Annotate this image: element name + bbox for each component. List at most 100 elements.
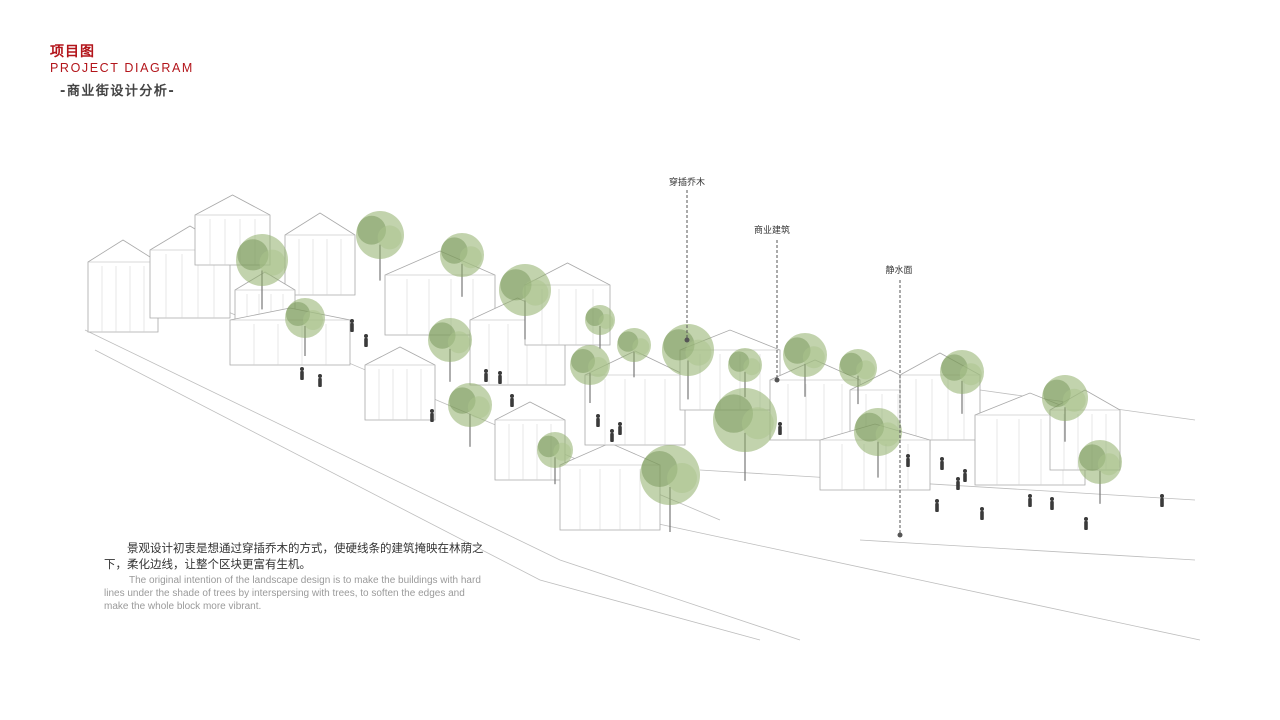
description-en: The original intention of the landscape … <box>104 575 481 612</box>
person-body <box>364 338 368 347</box>
tree <box>440 233 484 297</box>
tree <box>537 432 573 485</box>
person-body <box>596 418 600 427</box>
ground-line <box>699 469 1196 501</box>
person-figure <box>940 457 944 470</box>
person-head <box>618 422 622 426</box>
tree <box>854 408 902 478</box>
tree-crown-light <box>377 225 402 250</box>
building <box>87 239 159 333</box>
building <box>284 212 356 296</box>
callout-leaders <box>684 190 903 538</box>
person-head <box>778 422 782 426</box>
person-head <box>1084 517 1088 521</box>
tree <box>428 318 472 382</box>
people <box>300 319 1164 530</box>
tree <box>662 324 714 400</box>
person-head <box>980 507 984 511</box>
person-head <box>300 367 304 371</box>
person-figure <box>778 422 782 435</box>
person-figure <box>610 429 614 442</box>
person-figure <box>1028 494 1032 507</box>
person-head <box>935 499 939 503</box>
person-figure <box>498 371 502 384</box>
tree <box>617 328 651 378</box>
ground-line <box>639 519 1201 641</box>
person-head <box>906 454 910 458</box>
tree <box>728 348 762 398</box>
tree-crown-light <box>856 360 876 380</box>
tree-crown-light <box>1097 453 1120 476</box>
tree-crown-light <box>522 279 549 306</box>
ground-lines <box>84 299 1201 641</box>
person-head <box>350 319 354 323</box>
person-body <box>1028 498 1032 507</box>
tree-crown-light <box>741 407 774 440</box>
person-figure <box>956 477 960 490</box>
tree-crown-light <box>685 339 712 366</box>
callout-leader-dot <box>684 337 690 343</box>
person-body <box>510 398 514 407</box>
person-body <box>1050 501 1054 510</box>
tree-crown-light <box>467 396 490 419</box>
person-figure <box>484 369 488 382</box>
tree <box>640 445 700 532</box>
tree-crown-light <box>598 314 614 329</box>
building <box>364 346 436 421</box>
person-body <box>350 323 354 332</box>
person-figure <box>318 374 322 387</box>
person-figure <box>1160 494 1164 507</box>
person-figure <box>364 334 368 347</box>
person-head <box>956 477 960 481</box>
person-body <box>1160 498 1164 507</box>
person-body <box>300 371 304 380</box>
building-outline <box>87 239 159 333</box>
person-figure <box>963 469 967 482</box>
callout-label-trees: 穿插乔木 <box>668 178 706 188</box>
person-body <box>430 413 434 422</box>
person-body <box>963 473 967 482</box>
tree <box>448 383 492 447</box>
tree-crown-light <box>632 338 650 356</box>
person-body <box>778 426 782 435</box>
person-body <box>618 426 622 435</box>
person-body <box>980 511 984 520</box>
tree <box>1042 375 1088 442</box>
tree-crown-light <box>802 346 825 369</box>
ground-line <box>859 539 1196 561</box>
tree-crown-light <box>875 422 900 447</box>
tree <box>940 350 984 414</box>
person-figure <box>430 409 434 422</box>
tree-crown-light <box>447 331 470 354</box>
person-body <box>610 433 614 442</box>
tree-crown-light <box>303 310 323 330</box>
tree <box>1078 440 1122 504</box>
tree-crown-light <box>1062 388 1086 412</box>
person-figure <box>618 422 622 435</box>
subtitle: -商业街设计分析- <box>60 84 176 99</box>
person-figure <box>1084 517 1088 530</box>
person-head <box>596 414 600 418</box>
person-head <box>1028 494 1032 498</box>
tree-crown-light <box>259 249 286 276</box>
ground-line <box>84 329 801 641</box>
building-outline <box>284 212 356 296</box>
person-body <box>1084 521 1088 530</box>
callout-label-commercial-building: 商业建筑 <box>753 226 791 236</box>
person-head <box>364 334 368 338</box>
ground-line <box>94 349 761 641</box>
person-figure <box>596 414 600 427</box>
tree <box>570 345 610 403</box>
person-figure <box>980 507 984 520</box>
person-head <box>510 394 514 398</box>
person-body <box>906 458 910 467</box>
header: 项目图 PROJECT DIAGRAM -商业街设计分析- <box>50 44 194 99</box>
callout-leader-dot <box>897 532 903 538</box>
person-head <box>498 371 502 375</box>
person-figure <box>350 319 354 332</box>
tree <box>783 333 827 397</box>
person-figure <box>935 499 939 512</box>
person-head <box>940 457 944 461</box>
title-en: PROJECT DIAGRAM <box>50 61 194 75</box>
